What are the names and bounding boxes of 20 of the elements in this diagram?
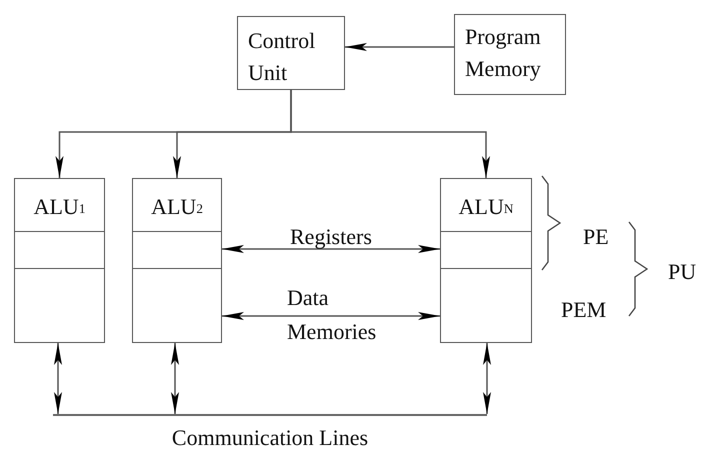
arrow: [222, 245, 440, 253]
box-label: Program Memory: [465, 23, 542, 83]
arrow: [171, 343, 179, 414]
box-label: Control Unit: [248, 27, 316, 87]
unit-box: [454, 14, 566, 95]
alu-section: [132, 178, 222, 343]
edge-label: Data Memories: [287, 284, 378, 346]
unit-box: [237, 16, 345, 90]
alu-section: [440, 178, 532, 343]
arrow: [54, 343, 62, 414]
group-label: PEM: [561, 296, 606, 324]
alu-section: [14, 178, 105, 343]
edge-label: Registers: [290, 223, 372, 251]
arrow: [290, 90, 490, 178]
arrow: [483, 343, 491, 414]
group-label: PU: [668, 258, 696, 286]
arrow: [222, 312, 440, 320]
group-label: PE: [583, 223, 609, 251]
bus-label: Communication Lines: [172, 424, 368, 450]
arrow: [345, 43, 454, 51]
